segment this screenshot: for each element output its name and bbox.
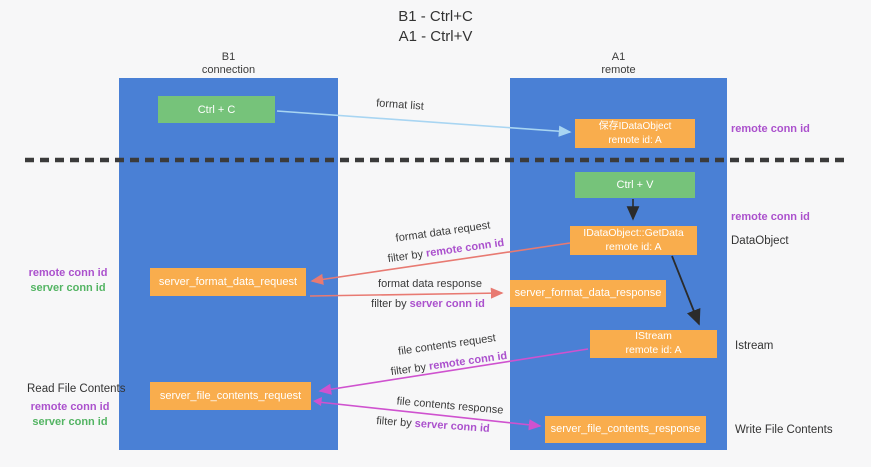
server-file-contents-response-box: server_file_contents_response bbox=[545, 416, 706, 443]
format-data-response-arrow bbox=[309, 287, 504, 299]
filter-by-text: filter by bbox=[371, 298, 410, 310]
remote-conn-id-text: remote conn id bbox=[30, 401, 110, 413]
istream-line1: IStream bbox=[635, 330, 672, 343]
filter-by-text: filter by bbox=[375, 415, 416, 430]
server-conn-id-text: server conn id bbox=[32, 415, 108, 428]
right-column-role: remote bbox=[601, 64, 636, 77]
getdata-line1: IDataObject::GetData bbox=[583, 226, 684, 239]
getdata-line2: remote id: A bbox=[605, 240, 662, 253]
remote-conn-id-annotation-mid: remote conn id bbox=[731, 211, 810, 223]
server-format-data-request-box: server_format_data_request bbox=[150, 268, 306, 296]
format-data-response-label: format data response bbox=[378, 278, 482, 290]
istream-line2: remote id: A bbox=[625, 344, 682, 356]
server-conn-id-text: server conn id bbox=[30, 281, 106, 294]
remote-conn-id-text: remote conn id bbox=[425, 236, 505, 260]
file-contents-response-label: file contents response bbox=[396, 395, 504, 417]
remote-conn-id-annotation-top: remote conn id bbox=[731, 123, 810, 135]
title-line-1: B1 - Ctrl+C bbox=[398, 8, 473, 25]
write-file-contents-annotation: Write File Contents bbox=[735, 424, 833, 436]
istream-box: IStream remote id: A bbox=[590, 330, 717, 358]
conn-id-annotation-format: remote conn id server conn id bbox=[22, 266, 114, 296]
remote-conn-id-text: remote conn id bbox=[428, 349, 508, 373]
server-format-data-response-box: server_format_data_response bbox=[510, 280, 666, 307]
filter-by-text: filter by bbox=[387, 247, 427, 266]
ctrl-c-box: Ctrl + C bbox=[158, 96, 275, 123]
save-idataobject-line2: remote id: A bbox=[608, 134, 662, 146]
diagram-title: B1 - Ctrl+C A1 - Ctrl+V bbox=[0, 7, 871, 48]
format-data-response-filter-label: filter by server conn id bbox=[371, 298, 485, 310]
title-line-2: A1 - Ctrl+V bbox=[398, 28, 473, 46]
left-column-role: connection bbox=[201, 64, 256, 77]
server-file-contents-request-box: server_file_contents_request bbox=[150, 382, 311, 410]
conn-id-annotation-file: remote conn id server conn id bbox=[24, 400, 116, 430]
server-conn-id-text: server conn id bbox=[414, 417, 491, 435]
right-column-name: A1 bbox=[611, 51, 626, 63]
format-list-label: format list bbox=[375, 97, 425, 113]
istream-annotation: Istream bbox=[735, 340, 774, 352]
save-idataobject-line1: 保存IDataObject bbox=[598, 121, 672, 133]
remote-conn-id-text: remote conn id bbox=[28, 267, 108, 279]
read-file-contents-annotation: Read File Contents bbox=[27, 383, 126, 395]
dataobject-annotation: DataObject bbox=[731, 235, 789, 247]
left-column-header: B1 connection bbox=[119, 51, 338, 77]
left-column-name: B1 bbox=[221, 51, 236, 63]
filter-by-text: filter by bbox=[390, 360, 430, 379]
ctrl-v-box: Ctrl + V bbox=[575, 172, 695, 198]
idataobject-getdata-box: IDataObject::GetData remote id: A bbox=[570, 226, 697, 255]
right-column-header: A1 remote bbox=[510, 51, 727, 77]
file-contents-response-filter-label: filter by server conn id bbox=[376, 415, 490, 435]
save-idataobject-box: 保存IDataObject remote id: A bbox=[575, 119, 695, 148]
server-conn-id-text: server conn id bbox=[409, 298, 485, 310]
